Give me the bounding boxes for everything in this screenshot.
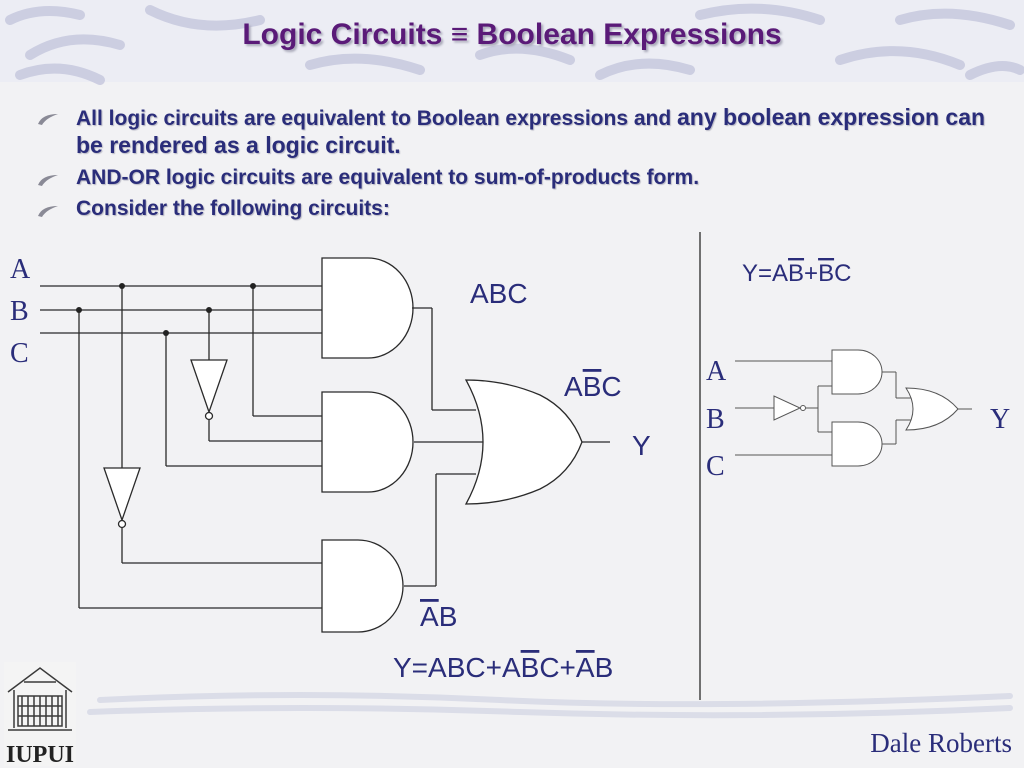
output-label-y: Y bbox=[632, 430, 651, 461]
footer-author: Dale Roberts bbox=[870, 728, 1012, 758]
junction-dot bbox=[250, 283, 256, 289]
not-gate-a bbox=[103, 467, 141, 522]
or-gate-main bbox=[464, 379, 583, 505]
not-gate-small bbox=[773, 395, 802, 421]
and-gate-small-2 bbox=[831, 421, 883, 467]
and-gate-abnotc bbox=[321, 391, 414, 493]
and-gate-notab bbox=[321, 539, 404, 633]
input-label-a: A bbox=[10, 254, 31, 285]
bullet-item: Consider the following circuits: bbox=[34, 196, 994, 222]
junction-dot bbox=[119, 283, 125, 289]
input-label-a: A bbox=[706, 356, 727, 387]
bullet-text: Consider the following circuits: bbox=[76, 197, 390, 220]
junction-dot bbox=[163, 330, 169, 336]
and-gate-small-1 bbox=[831, 349, 883, 395]
bullet-item: All logic circuits are equivalent to Boo… bbox=[34, 104, 994, 160]
term-label-notab: AB bbox=[420, 601, 457, 632]
swoosh-bullet-icon bbox=[38, 114, 58, 125]
logo-text: IUPUI bbox=[6, 742, 74, 766]
input-label-b: B bbox=[10, 296, 29, 327]
circuit2-expression: Y=AB+BC bbox=[742, 260, 851, 287]
bullet-list: All logic circuits are equivalent to Boo… bbox=[34, 104, 994, 227]
bullet-item: AND-OR logic circuits are equivalent to … bbox=[34, 165, 994, 191]
bullet-text: All logic circuits are equivalent to Boo… bbox=[76, 107, 678, 130]
and-gate-abc bbox=[321, 257, 414, 359]
output-label-y: Y bbox=[990, 404, 1010, 435]
or-gate-small bbox=[905, 387, 959, 431]
input-label-c: C bbox=[10, 338, 29, 369]
not-gate-b bbox=[190, 359, 228, 414]
bullet-text: AND-OR logic circuits are equivalent to … bbox=[76, 166, 700, 189]
term-label-abc: ABC bbox=[470, 278, 528, 309]
slide-title: Logic Circuits ≡ Boolean Expressions bbox=[242, 18, 782, 51]
swoosh-bullet-icon bbox=[38, 175, 58, 186]
bullet-text-large: any boolean expression can be rendered a… bbox=[76, 104, 986, 158]
swoosh-bullet-icon bbox=[38, 206, 58, 217]
junction-dot bbox=[206, 307, 212, 313]
junction-dot bbox=[76, 307, 82, 313]
circuit1-expression: Y=ABC+ABC+AB bbox=[393, 652, 613, 683]
term-label-abnotc: ABC bbox=[564, 371, 622, 402]
input-label-c: C bbox=[706, 451, 725, 482]
iupui-logo: IUPUI bbox=[4, 662, 76, 766]
input-label-b: B bbox=[706, 404, 725, 435]
